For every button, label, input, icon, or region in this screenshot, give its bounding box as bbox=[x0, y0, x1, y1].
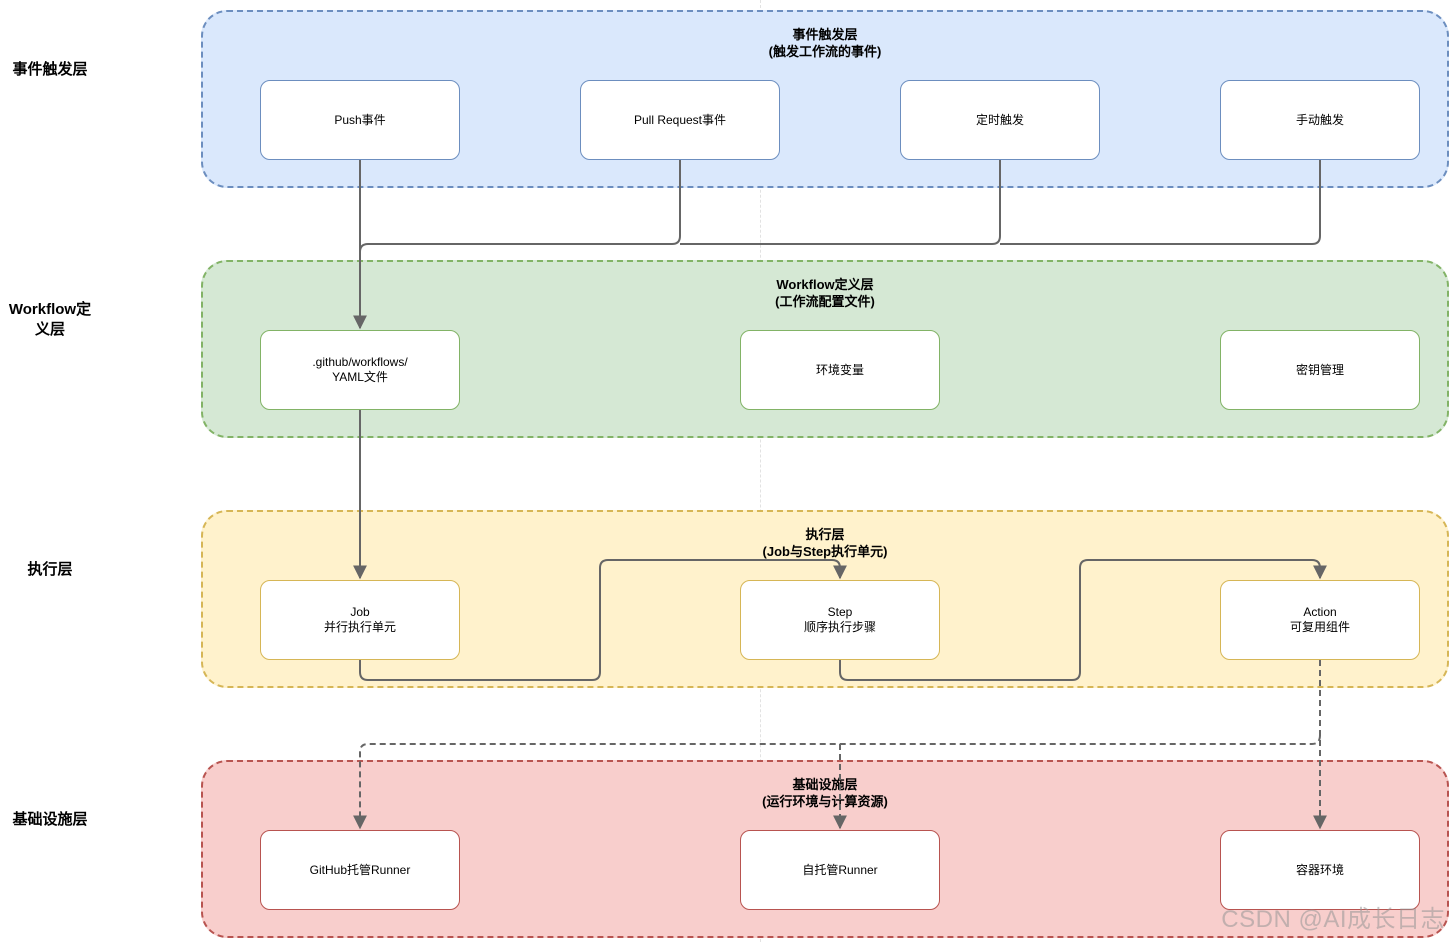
guide-line bbox=[760, 0, 761, 942]
edge-pr-to-yaml bbox=[359, 160, 681, 253]
side-label-execution: 执行层 bbox=[27, 561, 73, 578]
side-label-infrastructure: 基础设施层 bbox=[12, 811, 88, 828]
node-container-env[interactable]: 容器环境 bbox=[1220, 830, 1420, 910]
layer-title-execution: 执行层 (Job与Step执行单元) bbox=[762, 527, 888, 559]
node-github-runner[interactable]: GitHub托管Runner bbox=[260, 830, 460, 910]
node-pull-request-event[interactable]: Pull Request事件 bbox=[580, 80, 780, 160]
layer-title-workflow: Workflow定义层 (工作流配置文件) bbox=[775, 277, 875, 309]
side-label-workflow: Workflow定 义层 bbox=[8, 301, 92, 338]
side-label-trigger: 事件触发层 bbox=[12, 61, 88, 78]
edge-manual-to-yaml bbox=[1000, 160, 1321, 245]
layer-title-trigger: 事件触发层 (触发工作流的事件) bbox=[768, 27, 882, 59]
node-push-event[interactable]: Push事件 bbox=[260, 80, 460, 160]
watermark: CSDN @AI成长日志 bbox=[1221, 906, 1445, 933]
node-yaml-file[interactable]: .github/workflows/ YAML文件 bbox=[260, 330, 460, 410]
edge-schedule-to-yaml bbox=[680, 160, 1001, 245]
edge-job-to-step bbox=[359, 559, 847, 681]
node-secrets[interactable]: 密钥管理 bbox=[1220, 330, 1420, 410]
layer-title-infrastructure: 基础设施层 (运行环境与计算资源) bbox=[762, 777, 888, 809]
node-step[interactable]: Step 顺序执行步骤 bbox=[740, 580, 940, 660]
node-env-vars[interactable]: 环境变量 bbox=[740, 330, 940, 410]
node-action[interactable]: Action 可复用组件 bbox=[1220, 580, 1420, 660]
node-manual-trigger[interactable]: 手动触发 bbox=[1220, 80, 1420, 160]
node-scheduled-trigger[interactable]: 定时触发 bbox=[900, 80, 1100, 160]
node-job[interactable]: Job 并行执行单元 bbox=[260, 580, 460, 660]
edge-step-to-action bbox=[839, 559, 1327, 681]
node-self-hosted-runner[interactable]: 自托管Runner bbox=[740, 830, 940, 910]
edge-action-to-github-runner bbox=[353, 734, 1321, 830]
